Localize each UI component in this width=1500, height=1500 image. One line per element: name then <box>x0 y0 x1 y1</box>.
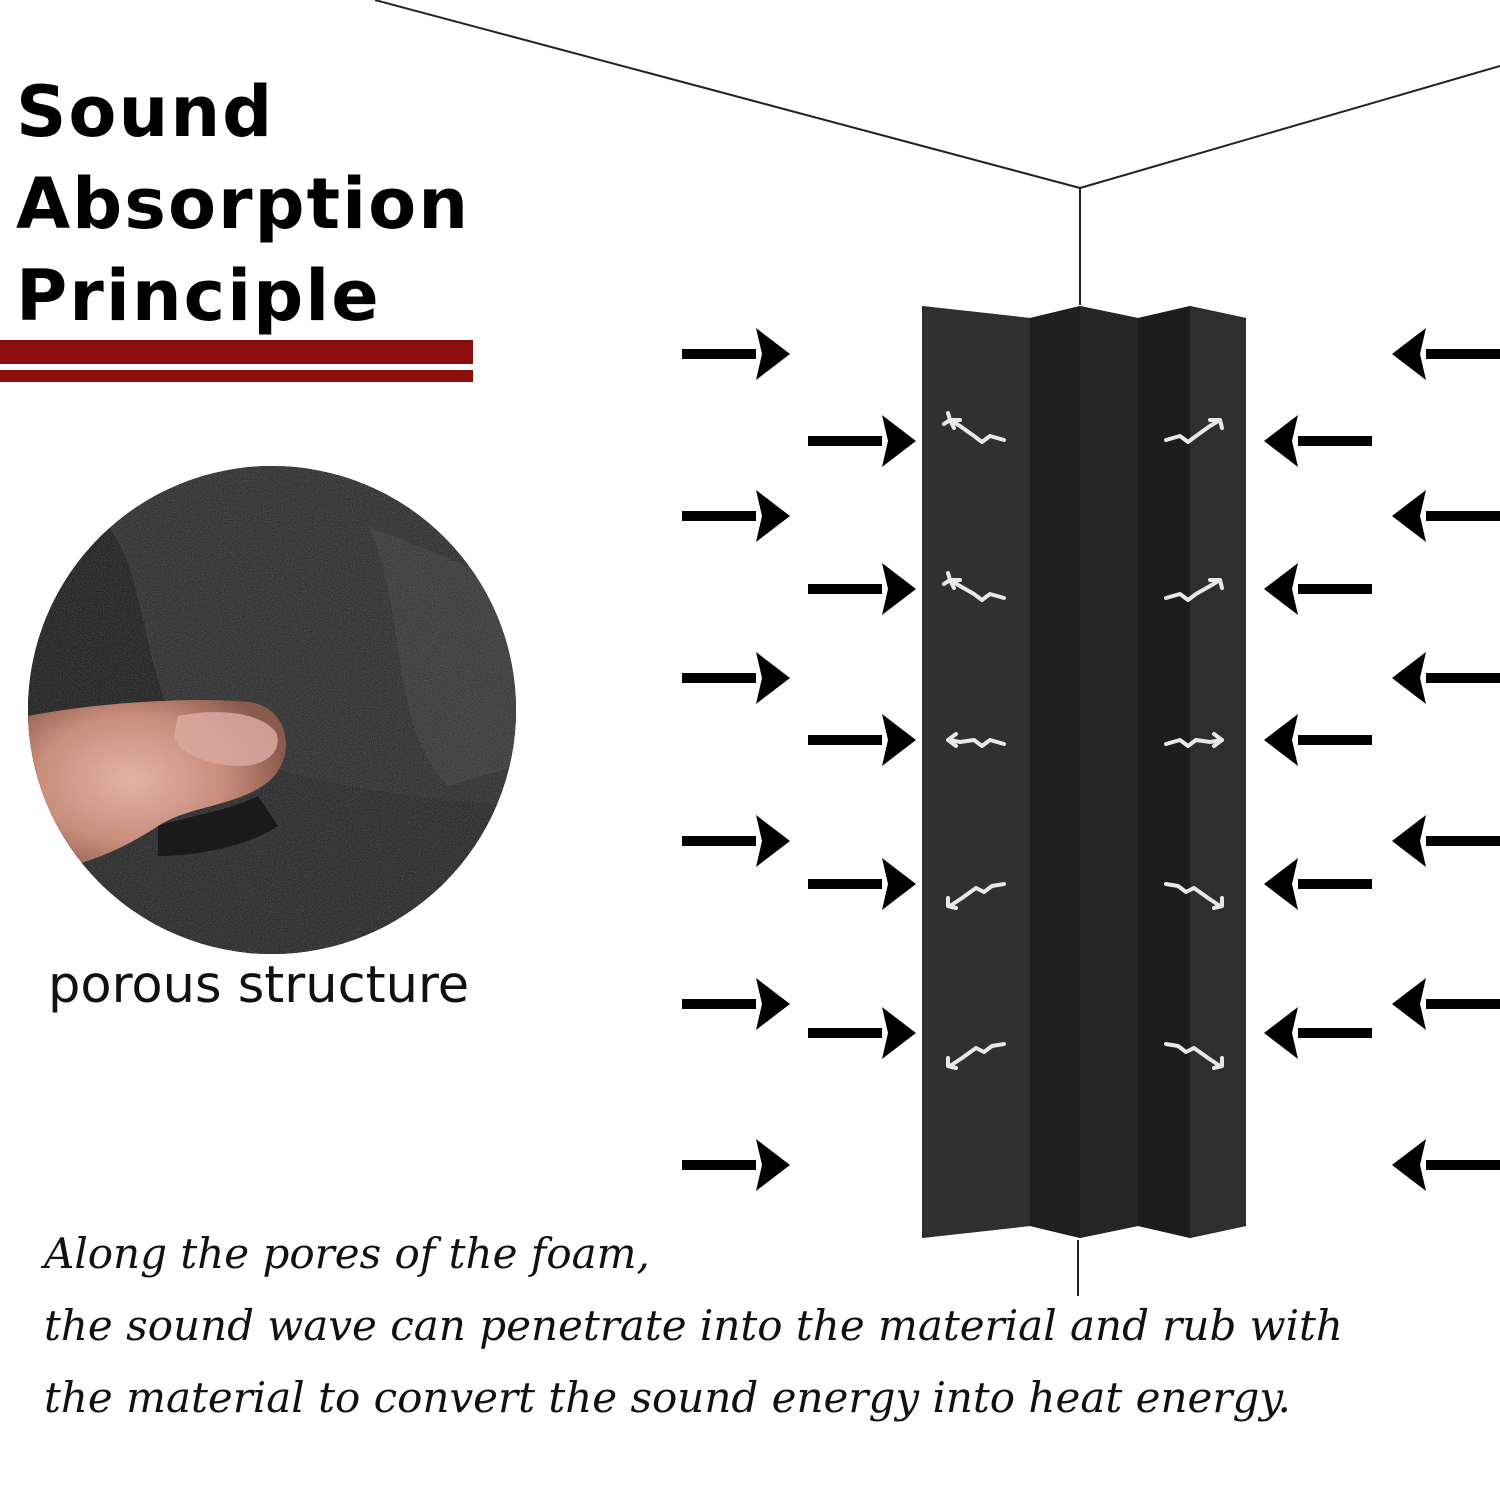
zigzag-arrow-icon <box>1164 418 1224 444</box>
accent-bar-thick <box>0 340 473 364</box>
caption-line-1: Along the pores of the foam, <box>44 1229 650 1278</box>
arrow-left-icon <box>1392 815 1500 867</box>
arrow-right-icon <box>682 815 790 867</box>
title-line-3: Principle <box>16 255 381 337</box>
arrow-left-icon <box>1264 1007 1372 1059</box>
zigzag-arrow-icon <box>946 1042 1006 1070</box>
explanation-caption: Along the pores of the foam, the sound w… <box>44 1218 1343 1434</box>
incoming-arrows-right-outer <box>1392 328 1500 1191</box>
title-line-2: Absorption <box>16 163 471 245</box>
caption-line-2: the sound wave can penetrate into the ma… <box>44 1301 1343 1350</box>
page-title: Sound Absorption Principle <box>16 66 470 342</box>
arrow-right-icon <box>682 978 790 1030</box>
arrow-right-icon <box>808 714 916 766</box>
arrow-right-icon <box>682 490 790 542</box>
porous-closeup-photo <box>28 466 516 954</box>
zigzag-arrow-icon <box>942 571 1006 602</box>
zigzag-arrow-icon <box>1164 882 1224 910</box>
arrow-left-icon <box>1264 563 1372 615</box>
arrow-left-icon <box>1264 858 1372 910</box>
room-corner-lines <box>374 0 1500 1296</box>
foam-finger-illustration <box>28 466 516 954</box>
arrow-left-icon <box>1392 1139 1500 1191</box>
accent-bar-thin <box>0 370 473 382</box>
arrow-left-icon <box>1392 652 1500 704</box>
arrow-left-icon <box>1392 328 1500 380</box>
incoming-arrows-right-inner <box>1264 415 1372 1059</box>
porous-structure-label: porous structure <box>48 956 470 1015</box>
zigzag-arrow-icon <box>942 411 1006 444</box>
arrow-left-icon <box>1264 415 1372 467</box>
arrow-right-icon <box>808 415 916 467</box>
incoming-arrows-left-outer <box>682 328 790 1191</box>
zigzag-arrow-icon <box>1164 1042 1224 1070</box>
arrow-right-icon <box>682 652 790 704</box>
arrow-right-icon <box>682 1139 790 1191</box>
foam-panel <box>922 306 1246 1238</box>
arrow-right-icon <box>808 563 916 615</box>
zigzag-arrow-icon <box>1164 732 1224 748</box>
incoming-arrows-left-inner <box>808 415 916 1059</box>
title-line-1: Sound <box>16 71 275 153</box>
zigzag-arrow-icon <box>946 882 1006 910</box>
arrow-right-icon <box>808 858 916 910</box>
arrow-left-icon <box>1264 714 1372 766</box>
zigzag-arrow-icon <box>946 732 1006 748</box>
arrow-left-icon <box>1392 490 1500 542</box>
caption-line-3: the material to convert the sound energy… <box>44 1373 1291 1422</box>
arrow-left-icon <box>1392 978 1500 1030</box>
absorbed-zigzag-arrows <box>942 411 1224 1070</box>
arrow-right-icon <box>808 1007 916 1059</box>
zigzag-arrow-icon <box>1164 578 1224 602</box>
arrow-right-icon <box>682 328 790 380</box>
